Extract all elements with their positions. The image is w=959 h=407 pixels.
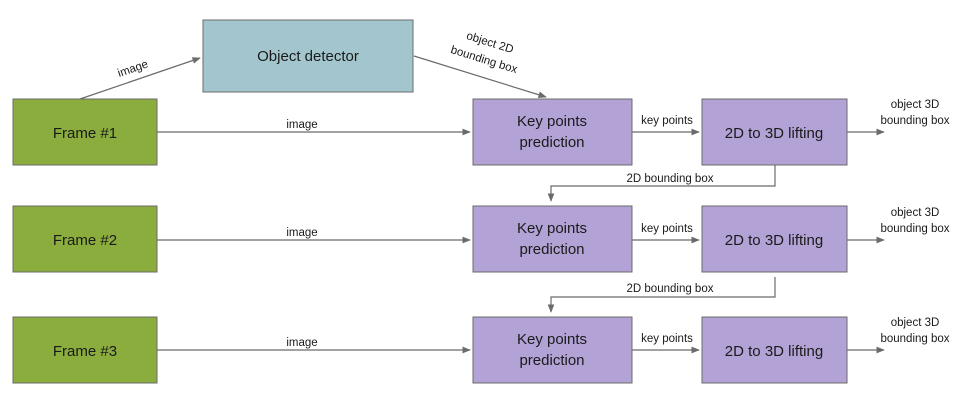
node-keypoints-prediction-row3-line2: prediction xyxy=(519,352,584,369)
node-frame-3-label: Frame #3 xyxy=(53,343,117,360)
edge-feedback-row2-to-row3 xyxy=(547,277,776,313)
edge-label-object-3d-row1-line2: bounding box xyxy=(880,115,949,127)
node-keypoints-prediction-row3-line1: Key points xyxy=(517,331,587,348)
node-keypoints-prediction-row1-line1: Key points xyxy=(517,113,587,130)
edge-label-key-points-row1: key points xyxy=(641,115,693,127)
node-object-detector-label: Object detector xyxy=(257,48,359,65)
edge-label-image-row3: image xyxy=(286,337,317,349)
edge-label-bbox-feedback-2: 2D bounding box xyxy=(627,283,714,295)
edge-detector-to-keypoints xyxy=(413,55,547,98)
node-keypoints-prediction-row3[interactable]: Key points prediction xyxy=(472,316,633,384)
edge-label-bbox-feedback-1: 2D bounding box xyxy=(627,173,714,185)
node-keypoints-prediction-row1[interactable]: Key points prediction xyxy=(472,98,633,166)
node-lifting-row3[interactable]: 2D to 3D lifting xyxy=(701,316,848,384)
node-frame-1-label: Frame #1 xyxy=(53,125,117,142)
node-lifting-row3-label: 2D to 3D lifting xyxy=(725,343,823,360)
node-keypoints-prediction-row2-line2: prediction xyxy=(519,241,584,258)
node-lifting-row2-label: 2D to 3D lifting xyxy=(725,232,823,249)
node-lifting-row2[interactable]: 2D to 3D lifting xyxy=(701,205,848,273)
node-frame-2[interactable]: Frame #2 xyxy=(12,205,158,273)
edge-label-object-3d-row2-line1: object 3D xyxy=(891,207,940,219)
node-object-detector[interactable]: Object detector xyxy=(202,19,414,93)
edge-label-object-3d-row1-line1: object 3D xyxy=(891,99,940,111)
node-keypoints-prediction-row2[interactable]: Key points prediction xyxy=(472,205,633,273)
edge-label-object-3d-row3-line2: bounding box xyxy=(880,333,949,345)
edge-label-image-row2: image xyxy=(286,227,317,239)
node-keypoints-prediction-row1-line2: prediction xyxy=(519,134,584,151)
node-lifting-row1-label: 2D to 3D lifting xyxy=(725,125,823,142)
edge-feedback-row1-to-row2 xyxy=(547,165,776,202)
edge-label-object-3d-row2-line2: bounding box xyxy=(880,223,949,235)
edge-label-object-3d-row3-line1: object 3D xyxy=(891,317,940,329)
edge-label-key-points-row3: key points xyxy=(641,333,693,345)
node-frame-3[interactable]: Frame #3 xyxy=(12,316,158,384)
node-frame-1[interactable]: Frame #1 xyxy=(12,98,158,166)
edge-label-key-points-row2: key points xyxy=(641,223,693,235)
node-keypoints-prediction-row2-line1: Key points xyxy=(517,220,587,237)
edge-label-image-row1: image xyxy=(286,119,317,131)
edge-frame1-to-detector xyxy=(79,57,201,100)
node-frame-2-label: Frame #2 xyxy=(53,232,117,249)
node-lifting-row1[interactable]: 2D to 3D lifting xyxy=(701,98,848,166)
